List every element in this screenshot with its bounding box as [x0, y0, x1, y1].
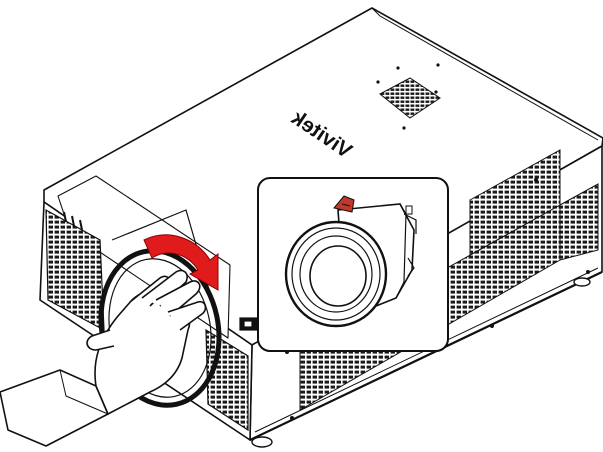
curved-arrow-icon — [143, 234, 219, 291]
top-vent-grille — [376, 63, 441, 130]
lens-release-button — [239, 317, 259, 331]
rotation-arrow — [143, 234, 219, 291]
projector-feet — [251, 277, 591, 448]
side-screws — [285, 178, 590, 420]
lens-detail-inset — [257, 177, 449, 352]
lens-glass — [309, 245, 367, 307]
hand-icon — [0, 269, 207, 447]
lens-icon — [284, 203, 417, 328]
